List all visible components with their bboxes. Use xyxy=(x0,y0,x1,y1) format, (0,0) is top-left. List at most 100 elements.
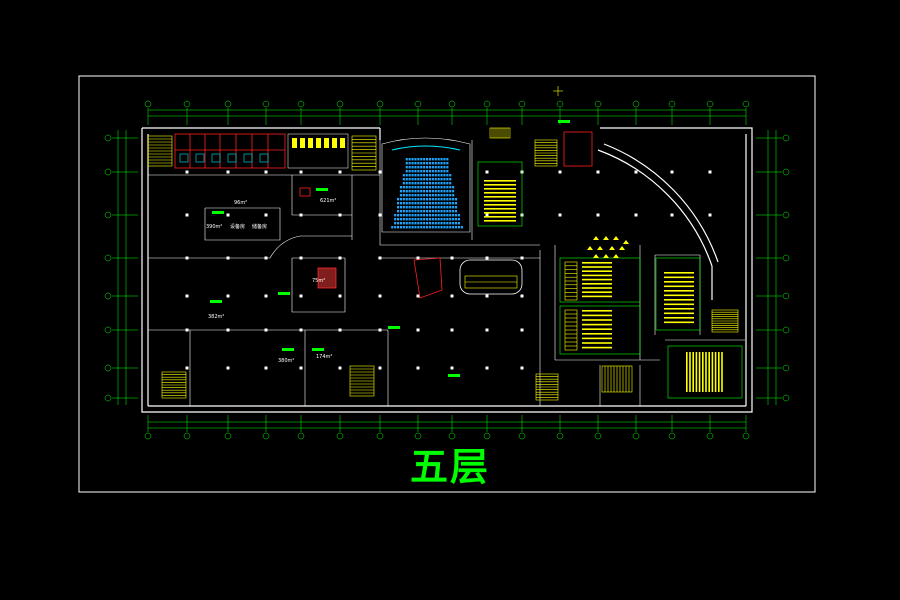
seat xyxy=(411,198,414,201)
grid-bubble xyxy=(782,168,790,176)
seat xyxy=(426,166,429,169)
grid-bubble xyxy=(183,100,191,108)
area-label-a1: 96m² xyxy=(234,200,247,206)
seat xyxy=(437,166,440,169)
seat xyxy=(437,210,440,213)
seat xyxy=(417,222,420,225)
seat xyxy=(408,190,411,193)
seat xyxy=(440,222,443,225)
seat xyxy=(402,202,405,205)
seat xyxy=(405,210,408,213)
seat xyxy=(440,182,443,185)
seat xyxy=(443,174,446,177)
seat xyxy=(446,210,449,213)
seat xyxy=(440,162,443,165)
seat xyxy=(417,214,420,217)
grid-bubble xyxy=(706,100,714,108)
toilet-stall xyxy=(316,138,321,148)
seat xyxy=(423,226,426,229)
seat xyxy=(391,226,394,229)
seat xyxy=(452,190,455,193)
seat xyxy=(408,202,411,205)
seat xyxy=(440,206,443,209)
seat xyxy=(417,182,420,185)
seat xyxy=(411,178,414,181)
seat xyxy=(443,222,446,225)
column xyxy=(485,170,489,174)
seat xyxy=(417,166,420,169)
grid-bubble xyxy=(104,394,112,402)
toilet-stall xyxy=(292,138,297,148)
seat xyxy=(431,158,434,161)
seat xyxy=(434,194,437,197)
seat-row xyxy=(484,188,516,190)
seat xyxy=(405,190,408,193)
fixture xyxy=(179,153,189,163)
seat-row xyxy=(664,290,694,292)
column xyxy=(416,328,420,332)
seat xyxy=(420,170,423,173)
seat xyxy=(426,174,429,177)
seat xyxy=(434,218,437,221)
area-label-a4: 75m² xyxy=(312,278,325,284)
seat xyxy=(408,206,411,209)
column xyxy=(264,170,268,174)
seat-row xyxy=(582,295,612,298)
seat xyxy=(417,158,420,161)
seat xyxy=(434,202,437,205)
seat xyxy=(405,198,408,201)
toilet-stall xyxy=(324,138,329,148)
seat xyxy=(426,206,429,209)
seat-row xyxy=(582,283,612,285)
column xyxy=(450,294,454,298)
column xyxy=(378,366,382,370)
seat xyxy=(434,190,437,193)
grid-bubble xyxy=(414,100,422,108)
cinema-hall-east-b xyxy=(559,305,641,355)
grid-bubble xyxy=(483,432,491,440)
seat xyxy=(411,214,414,217)
seat xyxy=(411,182,414,185)
seat xyxy=(414,166,417,169)
column xyxy=(226,328,230,332)
seat xyxy=(437,226,440,229)
seat xyxy=(411,170,414,173)
seat xyxy=(428,222,431,225)
column xyxy=(708,170,712,174)
seat xyxy=(420,182,423,185)
seat xyxy=(434,178,437,181)
seat-row xyxy=(664,294,694,297)
grid-bubble xyxy=(183,432,191,440)
seat xyxy=(423,190,426,193)
annotation-tags xyxy=(210,120,570,377)
seat xyxy=(434,166,437,169)
seat xyxy=(417,198,420,201)
seat-column xyxy=(705,352,707,392)
seat-row xyxy=(484,204,516,206)
seat xyxy=(449,190,452,193)
seat xyxy=(440,226,443,229)
seat xyxy=(414,174,417,177)
seat xyxy=(428,162,431,165)
seat xyxy=(399,198,402,201)
seat xyxy=(411,162,414,165)
seat xyxy=(420,174,423,177)
seat xyxy=(423,162,426,165)
column xyxy=(520,256,524,260)
seat-column xyxy=(686,352,688,392)
seat-column xyxy=(711,352,714,392)
seat xyxy=(443,166,446,169)
grid-bubble xyxy=(104,134,112,142)
seat xyxy=(423,158,426,161)
column xyxy=(670,213,674,217)
area-labels: 96m² 390m² 621m² 75m² 382m² 380m² 174m² xyxy=(206,198,336,364)
seat xyxy=(414,170,417,173)
seat xyxy=(449,178,452,181)
seat xyxy=(411,186,414,189)
cinema-hall-east-d xyxy=(667,345,743,399)
seat xyxy=(460,226,463,229)
seat xyxy=(431,202,434,205)
seat xyxy=(431,190,434,193)
grid-bubble xyxy=(144,100,152,108)
seat xyxy=(431,226,434,229)
